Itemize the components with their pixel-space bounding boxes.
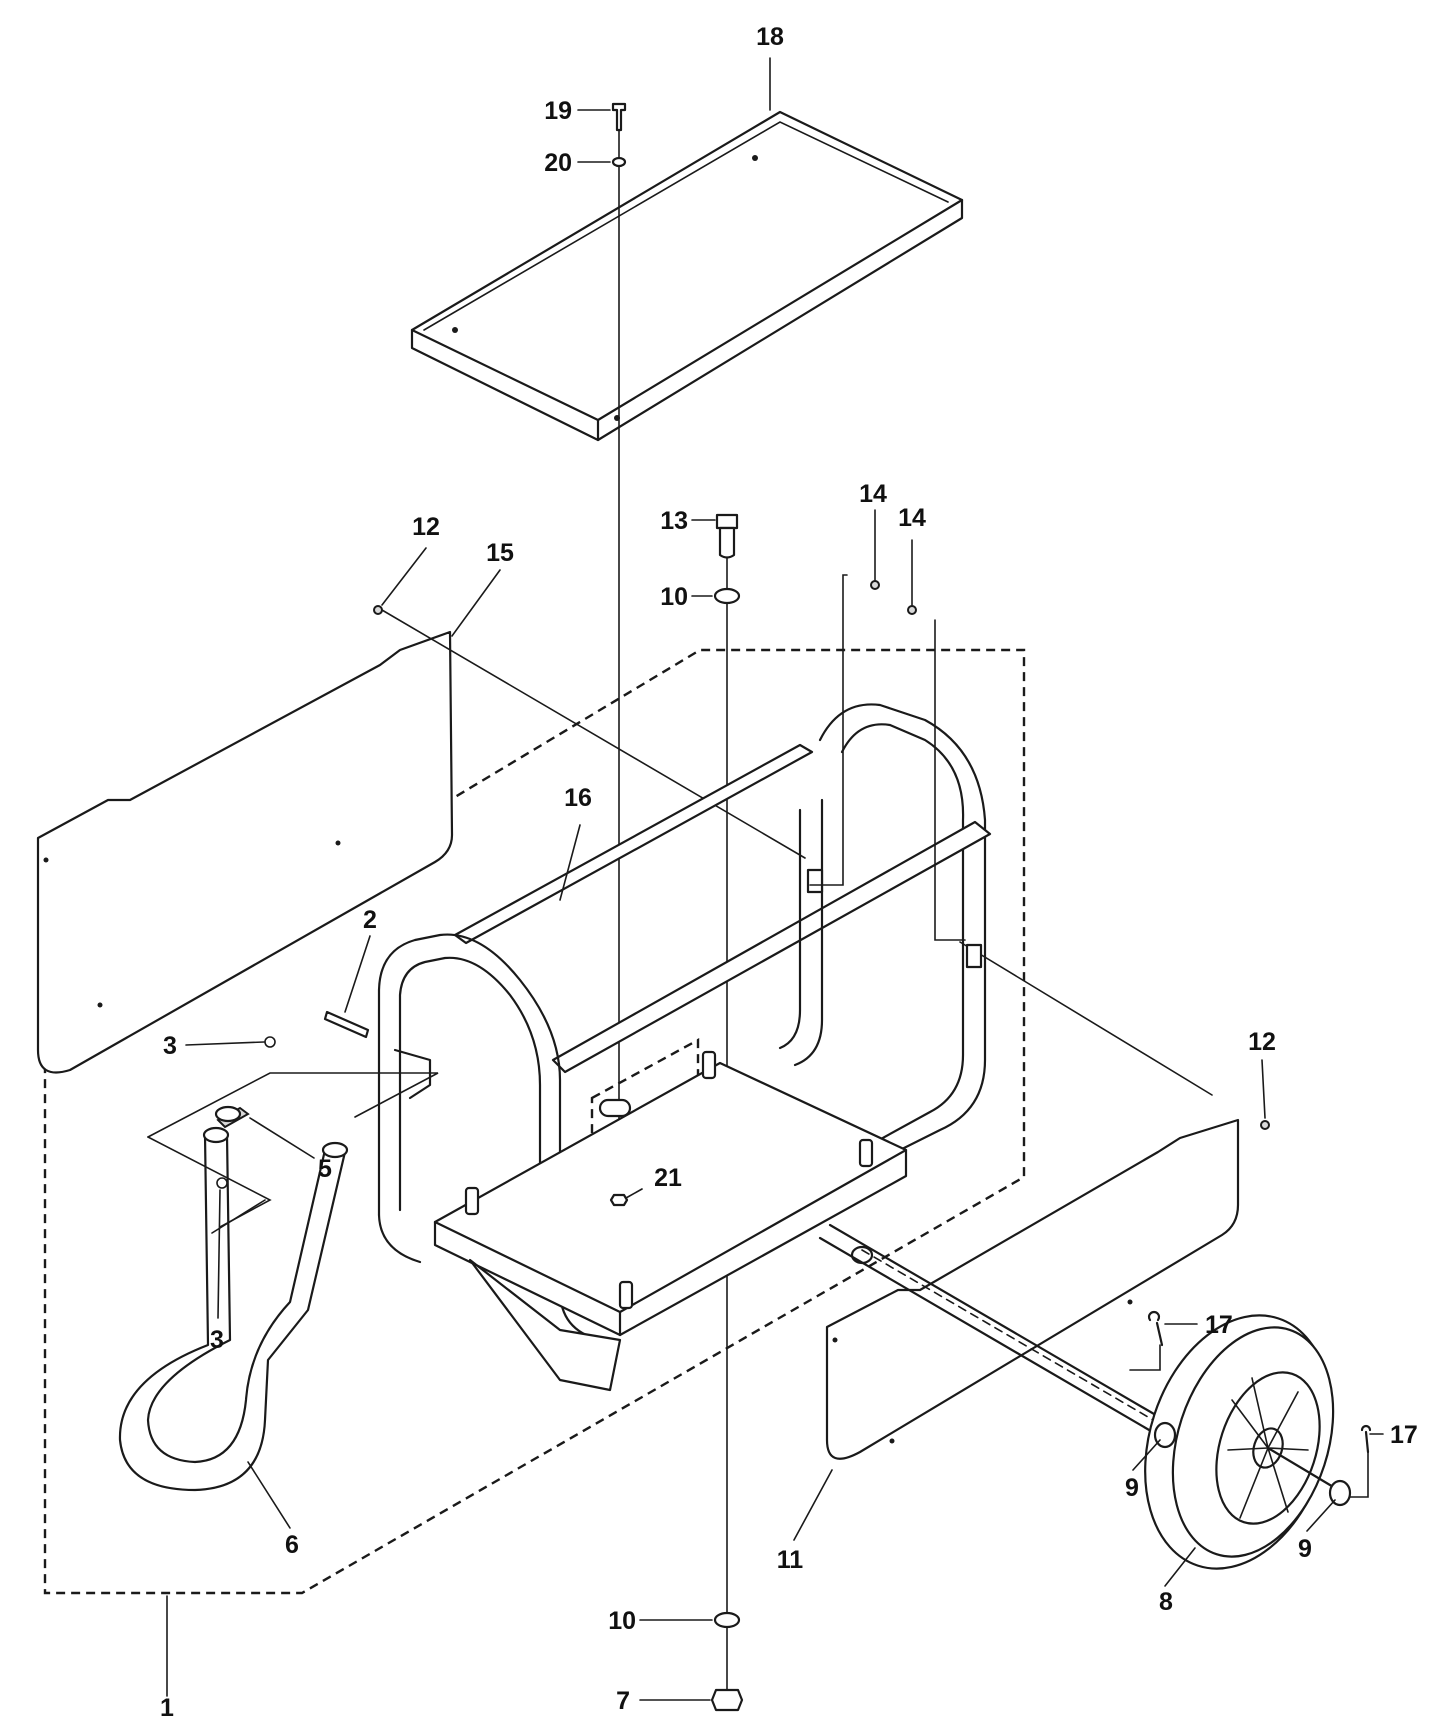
pin — [323, 1010, 370, 1039]
screw-right — [1260, 1120, 1270, 1130]
cotter-pin-inner — [1147, 1310, 1164, 1347]
callout-18: 18 — [756, 23, 784, 51]
nut — [710, 1688, 744, 1712]
callout-14-a: 14 — [859, 480, 887, 508]
right-side-panel — [825, 1118, 1240, 1460]
axle-shaft — [818, 1236, 1182, 1450]
callout-17-inner: 17 — [1205, 1311, 1233, 1339]
callout-2: 2 — [363, 906, 377, 934]
clip-lower — [216, 1177, 228, 1189]
fastener-14b — [907, 605, 917, 615]
washer-top — [713, 587, 741, 605]
callout-10-bottom: 10 — [608, 1607, 636, 1635]
callout-13: 13 — [660, 507, 688, 535]
main-frame — [377, 703, 992, 1392]
callout-19: 19 — [544, 97, 572, 125]
fastener-14a — [870, 580, 880, 590]
tray-washer — [611, 156, 627, 168]
handle — [118, 1126, 349, 1492]
assembly-dashed-outline — [43, 648, 1026, 1595]
callout-11: 11 — [777, 1546, 804, 1574]
left-side-panel — [36, 630, 454, 1074]
callout-labels: 18 19 20 13 10 14 14 12 15 16 2 3 5 21 1… — [160, 23, 1418, 1722]
tray-bolt — [611, 102, 627, 132]
top-tray — [410, 110, 964, 442]
callout-9-inner: 9 — [1125, 1474, 1139, 1502]
callout-20: 20 — [544, 149, 572, 177]
callout-3-lower: 3 — [210, 1326, 224, 1354]
callout-7: 7 — [616, 1687, 630, 1715]
clip-upper — [264, 1036, 276, 1048]
leader-lines — [166, 57, 1384, 1701]
callout-10-top: 10 — [660, 583, 688, 611]
washer-bottom — [713, 1611, 741, 1629]
callout-12-left: 12 — [412, 513, 440, 541]
wheel — [1144, 1314, 1335, 1570]
washer-outer — [1328, 1479, 1352, 1507]
callout-3-upper: 3 — [163, 1032, 177, 1060]
callout-5: 5 — [318, 1155, 332, 1183]
callout-15: 15 — [486, 539, 514, 567]
screw-left — [373, 605, 383, 615]
callout-21: 21 — [654, 1164, 682, 1192]
callout-8: 8 — [1159, 1588, 1173, 1616]
callout-16: 16 — [564, 784, 592, 812]
callout-6: 6 — [285, 1531, 299, 1559]
bolt — [715, 513, 739, 559]
callout-12-right: 12 — [1248, 1028, 1276, 1056]
cotter-pin-outer — [1360, 1424, 1372, 1454]
callout-1: 1 — [160, 1694, 174, 1722]
callout-9-outer: 9 — [1298, 1535, 1312, 1563]
handle-cap — [214, 1105, 250, 1129]
nut-21 — [609, 1193, 629, 1207]
callout-17-outer: 17 — [1390, 1421, 1418, 1449]
callout-14-b: 14 — [898, 504, 926, 532]
